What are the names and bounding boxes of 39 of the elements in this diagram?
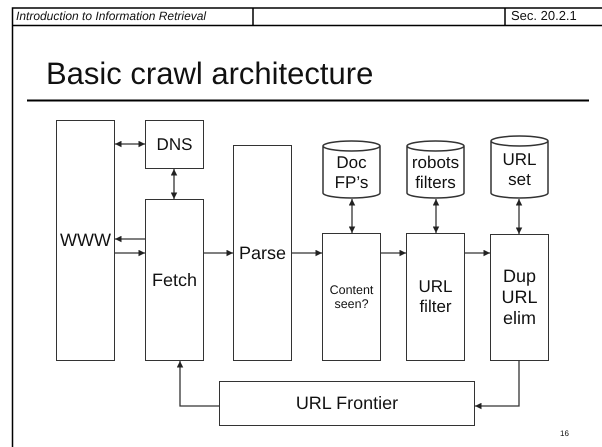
node-label: Dup URL elim [500,266,538,329]
node-label: URL set [501,150,538,190]
node-label: Fetch [152,270,198,290]
arrow [381,250,406,256]
arrow [348,199,356,233]
node-label: DNS [156,134,192,154]
process-box [56,120,115,361]
process-box [145,120,204,169]
process-box [322,233,381,361]
node-label: URL filter [417,277,454,317]
arrow [516,199,522,234]
arrow [115,236,145,242]
node-label: Content seen? [328,282,374,312]
node-label: Doc FP’s [334,152,370,192]
slide-title: Basic crawl architecture [46,56,374,92]
node-label: robots filters [410,152,460,192]
database-cylinder [406,140,465,199]
process-box [233,145,292,361]
process-box [219,381,475,426]
section-number: Sec. 20.2.1 [511,8,577,23]
header-text: Introduction to Information Retrieval [16,9,206,23]
process-box [490,234,549,361]
arrow [204,250,233,256]
node-label: Parse [238,242,286,264]
arrow [115,250,145,256]
arrow [170,169,178,199]
node-label: URL Frontier [296,393,398,414]
arrow [465,250,490,256]
page-number: 16 [560,429,569,438]
process-box [406,233,465,361]
arrow [115,140,145,148]
node-label: WWW [60,230,111,251]
arrow [432,199,440,233]
arrow [475,361,520,410]
arrow [176,361,219,407]
database-cylinder [490,135,549,199]
process-box [145,199,204,361]
arrow [292,250,322,256]
database-cylinder [322,140,381,199]
